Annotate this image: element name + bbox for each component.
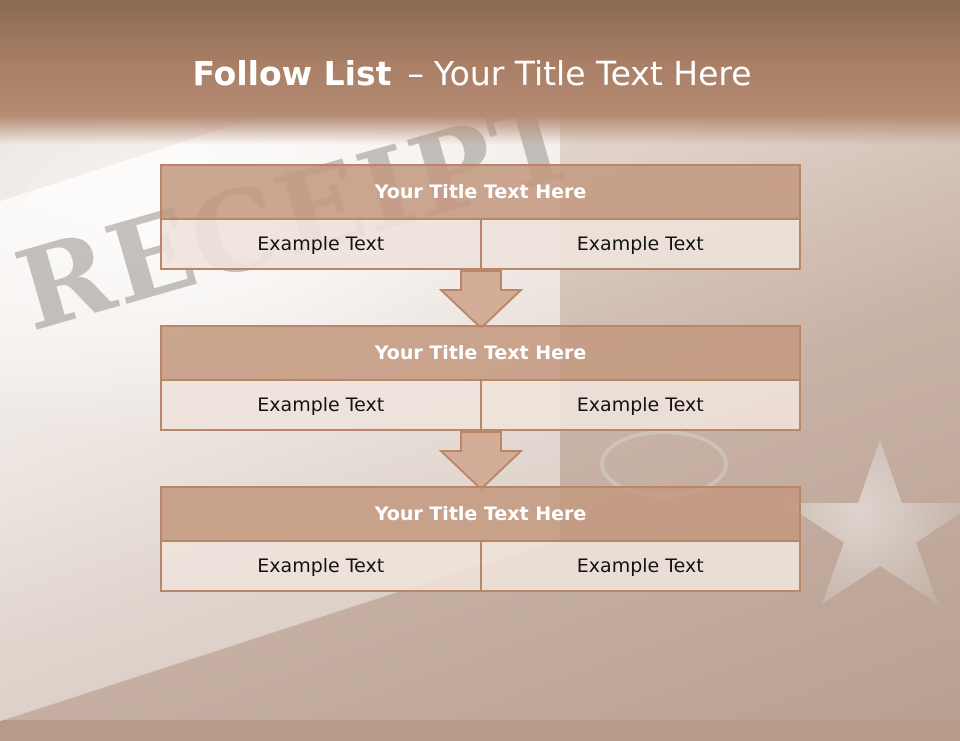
block-cell-right: Example Text [481,220,801,270]
list-block-2: Your Title Text Here Example Text Exampl… [160,325,801,431]
block-cell-right: Example Text [481,381,801,431]
block-cell-left: Example Text [160,381,482,431]
title-rest-part: Your Title Text Here [433,54,752,93]
block-heading: Your Title Text Here [160,486,801,542]
down-arrow-icon [439,431,523,491]
list-block-3: Your Title Text Here Example Text Exampl… [160,486,801,592]
slide-title: Follow List–Your Title Text Here [0,54,944,93]
title-dash: – [407,54,424,93]
header-band [0,0,960,145]
block-heading: Your Title Text Here [160,325,801,381]
block-cell-left: Example Text [160,220,482,270]
block-cell-right: Example Text [481,542,801,592]
block-row: Example Text Example Text [160,381,801,431]
down-arrow-icon [439,270,523,330]
title-bold-part: Follow List [192,54,392,93]
list-block-1: Your Title Text Here Example Text Exampl… [160,164,801,270]
block-cell-left: Example Text [160,542,482,592]
block-row: Example Text Example Text [160,542,801,592]
block-heading: Your Title Text Here [160,164,801,220]
block-row: Example Text Example Text [160,220,801,270]
